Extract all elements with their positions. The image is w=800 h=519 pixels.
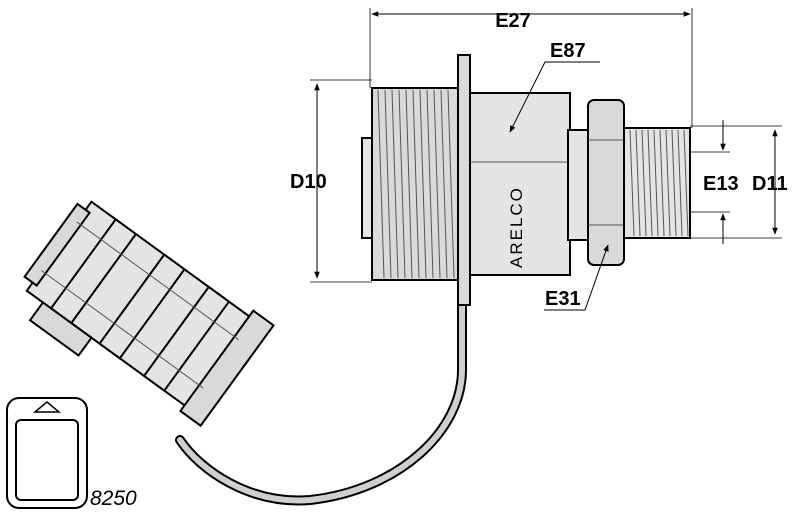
product-code: 8250 bbox=[90, 487, 137, 510]
label-e13: E13 bbox=[703, 173, 739, 195]
thread-line bbox=[683, 129, 689, 237]
dust-cap bbox=[23, 200, 275, 428]
thread-line bbox=[647, 129, 653, 237]
thread-line bbox=[412, 89, 420, 279]
brand-text: ARELCO bbox=[507, 186, 526, 268]
thread-line bbox=[377, 89, 385, 279]
thread-line bbox=[677, 129, 683, 237]
thread-line bbox=[405, 89, 413, 279]
thread-line bbox=[447, 89, 455, 279]
thread-line bbox=[384, 89, 392, 279]
dimension-d11: D11 bbox=[690, 125, 788, 239]
dimension-e31: E31 bbox=[544, 244, 609, 311]
hex-nut bbox=[587, 99, 625, 266]
thread-line bbox=[419, 89, 427, 279]
dimension-e27: E27 bbox=[369, 8, 693, 128]
label-d10: D10 bbox=[290, 171, 327, 193]
thread-line bbox=[440, 89, 448, 279]
label-e27: E27 bbox=[495, 10, 531, 32]
thread-line bbox=[659, 129, 665, 237]
flange-plate bbox=[457, 54, 471, 306]
label-d11: D11 bbox=[752, 173, 788, 195]
right-thread bbox=[623, 127, 691, 239]
thread-line bbox=[391, 89, 399, 279]
label-e31: E31 bbox=[545, 288, 581, 310]
thread-line bbox=[665, 129, 671, 237]
thread-line bbox=[426, 89, 434, 279]
label-e87: E87 bbox=[550, 40, 586, 62]
thread-line bbox=[635, 129, 641, 237]
thread-line bbox=[671, 129, 677, 237]
thread-line bbox=[433, 89, 441, 279]
package-blister-icon bbox=[6, 397, 88, 509]
thread-line bbox=[641, 129, 647, 237]
thread-line bbox=[653, 129, 659, 237]
thread-line bbox=[398, 89, 406, 279]
dimension-e13: E13 bbox=[690, 120, 739, 244]
central-body: ARELCO bbox=[469, 92, 571, 276]
dimension-e87: E87 bbox=[509, 40, 600, 133]
tether-strap-inner bbox=[177, 282, 465, 504]
neck bbox=[567, 129, 591, 241]
left-thread-body bbox=[361, 87, 461, 281]
dimension-d10: D10 bbox=[290, 79, 372, 283]
thread-line bbox=[629, 129, 635, 237]
